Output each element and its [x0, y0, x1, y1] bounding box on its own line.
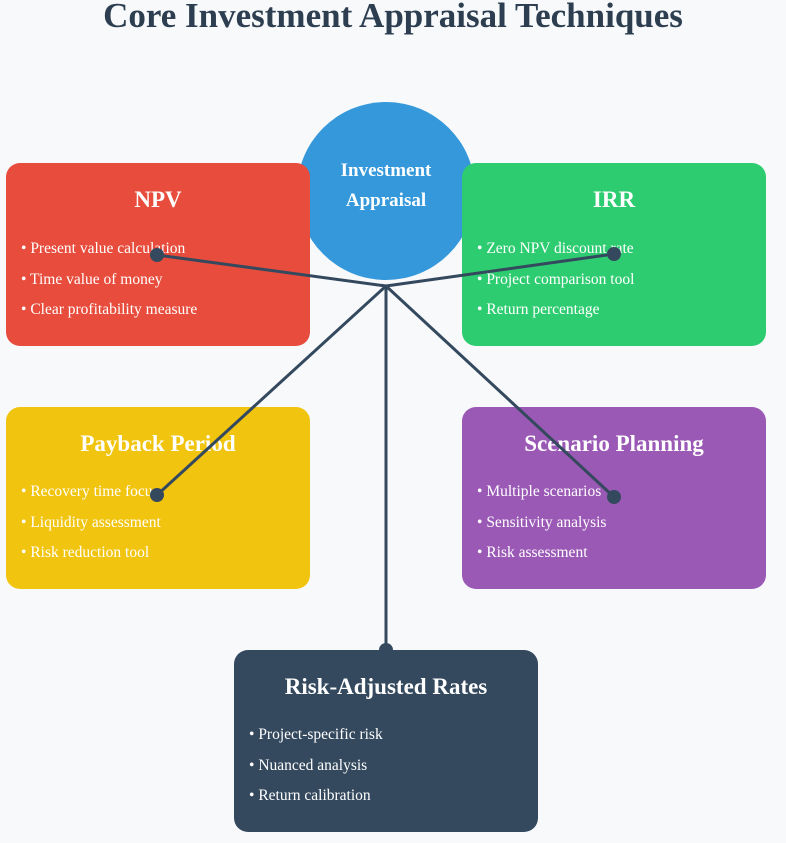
- card-npv: NPV Present value calculation Time value…: [6, 163, 310, 346]
- card-payback: Payback Period Recovery time focus Liqui…: [6, 407, 310, 589]
- card-item: Risk reduction tool: [21, 538, 161, 569]
- card-item: Nuanced analysis: [249, 751, 383, 782]
- card-item: Time value of money: [21, 265, 197, 296]
- card-item: Risk assessment: [477, 538, 606, 569]
- card-item: Liquidity assessment: [21, 508, 160, 539]
- card-title: Scenario Planning: [524, 431, 704, 456]
- hub-node: [297, 102, 475, 280]
- card-item: Return percentage: [477, 295, 634, 326]
- card-item: Present value calculation: [21, 234, 197, 265]
- card-item: Zero NPV discount rate: [477, 234, 634, 265]
- card-item: Sensitivity analysis: [477, 508, 606, 539]
- card-title: NPV: [134, 187, 182, 212]
- card-item: Project-specific risk: [249, 720, 382, 751]
- card-title: IRR: [592, 187, 636, 212]
- card-item: Recovery time focus: [21, 477, 161, 508]
- card-scenario: Scenario Planning Multiple scenarios Sen…: [462, 407, 766, 589]
- card-item: Return calibration: [249, 781, 383, 812]
- hub-label-line2: Appraisal: [345, 190, 427, 211]
- card-irr: IRR Zero NPV discount rate Project compa…: [462, 163, 766, 346]
- card-risk-adjusted: Risk-Adjusted Rates Project-specific ris…: [234, 650, 538, 832]
- card-title: Payback Period: [80, 431, 236, 456]
- card-item: Project comparison tool: [477, 265, 634, 296]
- card-item: Multiple scenarios: [477, 477, 606, 508]
- hub-label-line1: Investment: [340, 160, 432, 181]
- card-title: Risk-Adjusted Rates: [284, 674, 488, 699]
- page-title: Core Investment Appraisal Techniques: [103, 0, 683, 35]
- card-item: Clear profitability measure: [21, 295, 197, 326]
- hub-label: Investment Appraisal: [297, 156, 475, 216]
